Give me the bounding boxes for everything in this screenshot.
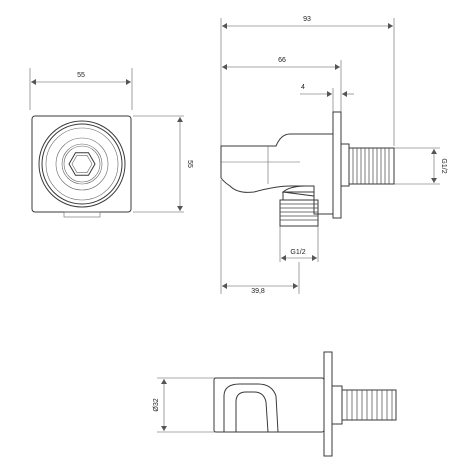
front-bottom-tab [63, 211, 101, 218]
top-rear-nipple [341, 389, 397, 421]
front-ring-3 [45, 127, 119, 201]
front-view: 55 55 [29, 68, 193, 218]
front-height-label: 55 [186, 160, 193, 168]
overall-length-label: 93 [303, 16, 311, 23]
bottom-thread-label: G1/2 [290, 249, 305, 256]
outlet-thread-lines [280, 203, 318, 221]
front-square-plate [31, 115, 132, 213]
side-rear-nut [340, 143, 350, 187]
top-holder-cradle [223, 383, 279, 433]
top-thread-lines [346, 390, 393, 420]
flange-thickness-label: 4 [301, 84, 305, 91]
outlet-nut [282, 191, 315, 201]
body-length-label: 66 [278, 57, 286, 64]
front-width-label: 55 [77, 72, 85, 79]
front-nut-ring-inner [63, 145, 101, 183]
side-view: 93 66 4 G1/2 [220, 16, 447, 295]
top-rear-nut [331, 385, 343, 425]
top-flange [323, 351, 333, 457]
front-hex-inner [71, 155, 93, 173]
outlet-offset-label: 39,8 [251, 288, 265, 295]
front-outer-ring [38, 120, 126, 208]
outlet-threaded-nipple [279, 199, 319, 227]
front-nut-ring [61, 143, 103, 185]
side-flange [332, 111, 342, 219]
top-view: Ø32 [153, 351, 397, 457]
side-body-outline [220, 133, 334, 215]
front-ring-2 [41, 123, 123, 205]
diameter-label: Ø32 [153, 398, 160, 411]
front-hex-socket [68, 152, 96, 176]
top-holder-inner [235, 391, 269, 433]
front-inner-ring [55, 137, 109, 191]
side-rear-nipple [348, 147, 395, 185]
rear-thread-lines [352, 148, 390, 184]
rear-thread-label: G1/2 [440, 158, 447, 173]
outlet-shoulder [281, 185, 315, 197]
